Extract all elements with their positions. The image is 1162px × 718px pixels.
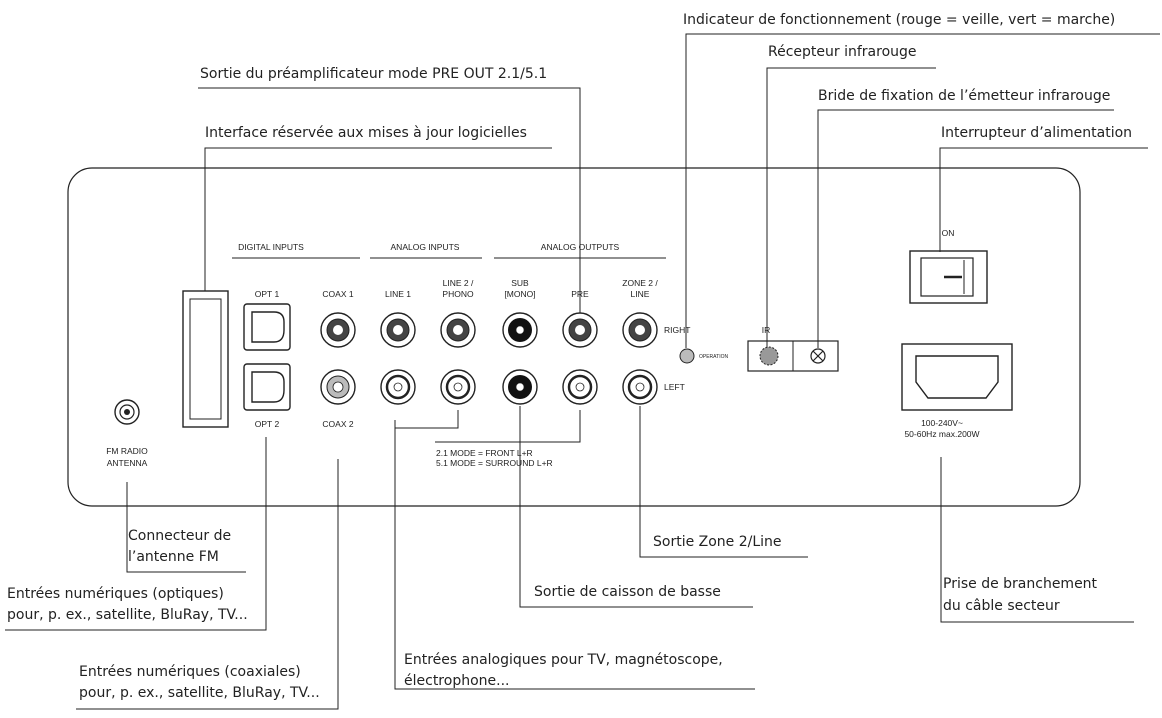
callout-subwoofer-out: Sortie de caisson de basse	[534, 584, 721, 600]
line2-right-jack	[440, 312, 476, 348]
line1-right-jack	[380, 312, 416, 348]
callout-preamp-out: Sortie du préamplificateur mode PRE OUT …	[200, 66, 547, 82]
right-channel-label: RIGHT	[664, 325, 690, 335]
mode-note-2-1: 2.1 MODE = FRONT L+R	[436, 448, 533, 458]
sub-label-line1: SUB	[511, 278, 529, 288]
line2-left-jack	[440, 369, 476, 405]
callout-software-update: Interface réservée aux mises à jour logi…	[205, 125, 527, 141]
zone2-left-jack	[622, 369, 658, 405]
coax2-label: COAX 2	[322, 419, 353, 429]
callout-digital-optical-line1: Entrées numériques (optiques)	[7, 586, 224, 602]
ir-emitter-bracket-icon	[810, 348, 826, 364]
fm-antenna-label-line2: ANTENNA	[107, 458, 148, 468]
sub-right-jack	[502, 312, 538, 348]
pre-left-jack	[562, 369, 598, 405]
ir-label: IR	[762, 325, 771, 335]
on-label: ON	[942, 228, 955, 238]
coax1-label: COAX 1	[322, 289, 353, 299]
callout-power-switch: Interrupteur d’alimentation	[941, 125, 1132, 141]
line2-label-line2: PHONO	[442, 289, 474, 299]
optical-input-1	[243, 303, 291, 351]
fm-antenna-connector	[114, 399, 140, 425]
sub-label-line2: [MONO]	[504, 289, 535, 299]
callout-ir-emitter-bracket: Bride de fixation de l’émetteur infrarou…	[818, 88, 1110, 104]
callout-operation-led: Indicateur de fonctionnement (rouge = ve…	[683, 12, 1115, 28]
zone2-right-jack	[622, 312, 658, 348]
zone2-label-line1: ZONE 2 /	[622, 278, 658, 288]
coax-input-1	[320, 312, 356, 348]
callout-digital-coaxial-line2: pour, p. ex., satellite, BluRay, TV...	[79, 685, 320, 701]
callout-fm-antenna-line1: Connecteur de	[128, 528, 231, 544]
opt1-label: OPT 1	[255, 289, 280, 299]
callout-analog-inputs-line2: électrophone...	[404, 673, 509, 689]
line1-left-jack	[380, 369, 416, 405]
callout-digital-coaxial-line1: Entrées numériques (coaxiales)	[79, 664, 301, 680]
operation-led	[679, 348, 695, 364]
pre-right-jack	[562, 312, 598, 348]
callout-fm-antenna-line2: l’antenne FM	[128, 549, 219, 565]
power-switch	[909, 250, 988, 304]
mains-socket	[901, 343, 1013, 411]
coax-input-2	[320, 369, 356, 405]
optical-input-2	[243, 363, 291, 411]
operation-label: OPERATION	[699, 354, 728, 360]
power-rating-line2: 50-60Hz max.200W	[904, 429, 979, 439]
group-label-digital-inputs: DIGITAL INPUTS	[238, 242, 304, 252]
mode-note-5-1: 5.1 MODE = SURROUND L+R	[436, 458, 553, 468]
power-rating-line1: 100-240V~	[921, 418, 963, 428]
callout-zone2-out: Sortie Zone 2/Line	[653, 534, 782, 550]
callout-ir-receiver: Récepteur infrarouge	[768, 44, 917, 60]
callout-mains-socket-line1: Prise de branchement	[943, 576, 1098, 592]
callout-analog-inputs-line1: Entrées analogiques pour TV, magnétoscop…	[404, 652, 723, 668]
callout-digital-optical-line2: pour, p. ex., satellite, BluRay, TV...	[7, 607, 248, 623]
left-channel-label: LEFT	[664, 382, 685, 392]
line1-label: LINE 1	[385, 289, 411, 299]
fm-antenna-label-line1: FM RADIO	[106, 446, 148, 456]
sub-left-jack	[502, 369, 538, 405]
zone2-label-line2: LINE	[631, 289, 650, 299]
opt2-label: OPT 2	[255, 419, 280, 429]
line2-label-line1: LINE 2 /	[443, 278, 474, 288]
callout-mains-socket-line2: du câble secteur	[943, 598, 1060, 614]
ir-receiver-window	[759, 346, 779, 366]
rear-panel-outline	[67, 167, 1081, 507]
group-label-analog-inputs: ANALOG INPUTS	[391, 242, 460, 252]
